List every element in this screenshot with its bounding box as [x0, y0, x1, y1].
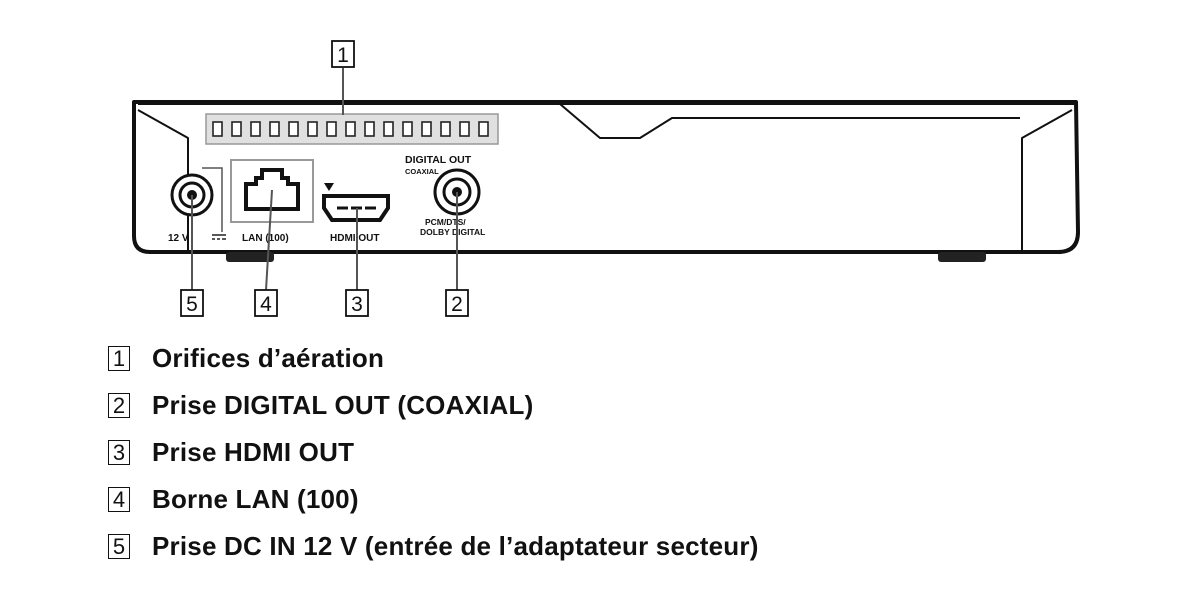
- legend-text-1: Orifices d’aération: [152, 342, 385, 373]
- leader-lines: [191, 68, 458, 291]
- legend-item-5: 5 Prise DC IN 12 V (entrée de l’adaptate…: [108, 528, 1108, 564]
- vent-slot: [288, 121, 299, 137]
- legend-number-2: 2: [108, 392, 130, 418]
- legend-text-5: Prise DC IN 12 V (entrée de l’adaptateur…: [152, 530, 759, 561]
- legend-item-4: 4 Borne LAN (100): [108, 481, 1108, 517]
- vent-slot: [345, 121, 356, 137]
- device-rear-panel-diagram: 12 V LAN (100) HDMI OUT DIGITAL OUT COAX…: [132, 40, 1080, 317]
- vent-slot: [269, 121, 280, 137]
- lan-label: LAN (100): [242, 233, 289, 244]
- vent-slot: [402, 121, 413, 137]
- vent-slot: [421, 121, 432, 137]
- legend-number-1: 1: [108, 345, 130, 371]
- legend-text-2: Prise DIGITAL OUT (COAXIAL): [152, 389, 534, 420]
- legend-list: 1 Orifices d’aération 2 Prise DIGITAL OU…: [108, 340, 1108, 575]
- legend-number-4: 4: [108, 486, 130, 512]
- device-body: [132, 100, 1080, 262]
- callout-3: 3: [345, 289, 369, 317]
- ventilation-holes: [205, 113, 499, 145]
- legend-item-3: 3 Prise HDMI OUT: [108, 434, 1108, 470]
- dc-in-jack: 12 V: [168, 167, 226, 244]
- callout-3-number: 3: [351, 293, 363, 316]
- vent-slot: [440, 121, 451, 137]
- coaxial-digital-out-jack: DIGITAL OUT COAXIAL PCM/DTS/ DOLBY DIGIT…: [405, 154, 485, 237]
- vent-slot: [231, 121, 242, 137]
- dc-voltage-label: 12 V: [168, 233, 189, 244]
- vent-slot: [478, 121, 489, 137]
- vent-slot: [307, 121, 318, 137]
- callout-4-number: 4: [260, 293, 272, 316]
- callout-2-number: 2: [451, 293, 463, 316]
- legend-number-5: 5: [108, 533, 130, 559]
- dolby-digital-label: DOLBY DIGITAL: [420, 227, 485, 237]
- vent-slot: [364, 121, 375, 137]
- legend-text-4: Borne LAN (100): [152, 483, 359, 514]
- callout-1: 1: [331, 40, 355, 68]
- callout-4: 4: [254, 289, 278, 317]
- digital-out-label: DIGITAL OUT: [405, 154, 472, 166]
- callout-1-number: 1: [337, 44, 349, 67]
- vent-slot: [326, 121, 337, 137]
- legend-number-3: 3: [108, 439, 130, 465]
- callout-2: 2: [445, 289, 469, 317]
- lan-port: LAN (100): [230, 159, 314, 244]
- legend-item-1: 1 Orifices d’aération: [108, 340, 1108, 376]
- vent-slot: [383, 121, 394, 137]
- triangle-marker-icon: [324, 183, 334, 191]
- callout-5: 5: [180, 289, 204, 317]
- legend-item-2: 2 Prise DIGITAL OUT (COAXIAL): [108, 387, 1108, 423]
- hdmi-out-label: HDMI OUT: [330, 233, 379, 244]
- dc-symbol-icon: [212, 234, 226, 240]
- vent-slot: [459, 121, 470, 137]
- pcm-dts-label: PCM/DTS/: [425, 217, 466, 227]
- vent-slot: [250, 121, 261, 137]
- legend-text-3: Prise HDMI OUT: [152, 436, 355, 467]
- callout-5-number: 5: [186, 293, 198, 316]
- coaxial-label: COAXIAL: [405, 167, 439, 176]
- vent-slot: [212, 121, 223, 137]
